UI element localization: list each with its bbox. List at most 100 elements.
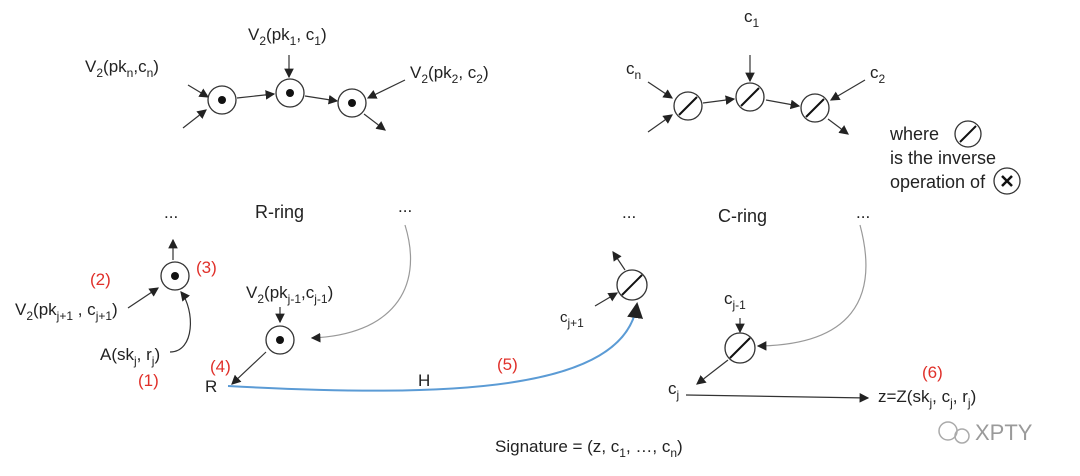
label-text: V xyxy=(246,283,258,302)
watermark-text: XPTY xyxy=(975,420,1033,445)
c-ring-curve xyxy=(756,224,867,351)
label-text: , c xyxy=(601,437,619,456)
subscript: 2 xyxy=(879,72,886,86)
label-text: V xyxy=(410,63,422,82)
subscript: 2 xyxy=(476,72,483,86)
step-2: (2) xyxy=(90,270,111,289)
c-chain-top xyxy=(647,55,866,135)
r-ring-label: R-ring xyxy=(255,202,304,222)
subscript: j+1 xyxy=(56,309,74,323)
step-6: (6) xyxy=(922,363,943,382)
label-text: ,c xyxy=(301,283,315,302)
label-text: R xyxy=(205,377,217,396)
subscript: 1 xyxy=(753,16,760,30)
step-4: (4) xyxy=(210,357,231,376)
subscript: j xyxy=(928,396,932,410)
subscript: n xyxy=(127,66,134,80)
subscript: 2 xyxy=(26,309,33,323)
label-text: ,c xyxy=(133,57,147,76)
subscript: 2 xyxy=(259,34,266,48)
label-text: V xyxy=(85,57,97,76)
step-1: (1) xyxy=(138,371,159,390)
slash-op-legend-icon xyxy=(954,120,982,148)
ellipsis: ... xyxy=(856,203,870,222)
label-text: , c xyxy=(458,63,476,82)
label-text: ) xyxy=(154,345,160,364)
label-v2-pkn: V2(pkn,cn) xyxy=(85,57,159,80)
h-link-curve xyxy=(227,302,644,392)
label-text: (pk xyxy=(266,25,290,44)
label-v2-pk-prev: V2(pkj-1,cj-1) xyxy=(246,283,333,306)
subscript: j+1 xyxy=(567,316,585,330)
legend-line-3: operation of xyxy=(890,172,986,192)
label-text: ) xyxy=(328,283,334,302)
label-text: , c xyxy=(73,300,96,319)
label-text: , r xyxy=(953,387,968,406)
subscript: j xyxy=(676,388,680,402)
c-ring-label: C-ring xyxy=(718,206,767,226)
label-text: c xyxy=(724,289,733,308)
label-text: H xyxy=(418,371,430,390)
subscript: 2 xyxy=(452,72,459,86)
label-text: , …, c xyxy=(626,437,671,456)
label-text: c xyxy=(744,7,753,26)
subscript: j xyxy=(967,396,971,410)
label-text: Signature = (z xyxy=(495,437,601,456)
subscript: j xyxy=(949,396,953,410)
signature-label: Signature = (z, c1, …, cn) xyxy=(495,437,683,460)
ellipsis: ... xyxy=(398,197,412,216)
subscript: 1 xyxy=(290,34,297,48)
slash-op-node xyxy=(724,332,756,364)
slash-op-node xyxy=(616,269,648,301)
legend-line-1: where xyxy=(889,124,939,144)
subscript: j-1 xyxy=(287,292,302,306)
step-5: (5) xyxy=(497,355,518,374)
label-c2: c2 xyxy=(870,63,886,86)
label-c-prev: cj-1 xyxy=(724,289,746,312)
r-ring-curve xyxy=(310,224,412,343)
label-v2-pk1: V2(pk1, c1) xyxy=(248,25,327,48)
subscript: 2 xyxy=(421,72,428,86)
subscript: n xyxy=(635,68,642,82)
watermark: XPTY xyxy=(938,420,1033,445)
subscript: 1 xyxy=(619,446,626,460)
label-text: ) xyxy=(112,300,118,319)
dot-op-node xyxy=(265,325,295,355)
subscript: 2 xyxy=(257,292,264,306)
label-text: c xyxy=(870,63,879,82)
slash-op-node xyxy=(800,93,830,123)
subscript: n xyxy=(147,66,154,80)
label-a: A(skj, rj) xyxy=(100,345,160,368)
label-text: ) xyxy=(483,63,489,82)
label-text: c xyxy=(626,59,635,78)
slash-op-node xyxy=(735,82,765,112)
label-text: z=Z(sk xyxy=(878,387,930,406)
label-text: ) xyxy=(321,25,327,44)
label-text: (pk xyxy=(103,57,127,76)
label-text: V xyxy=(248,25,260,44)
label-text: (pk xyxy=(428,63,452,82)
subscript: 2 xyxy=(96,66,103,80)
r-chain-top xyxy=(182,55,406,131)
label-text: , r xyxy=(137,345,152,364)
label-text: A(sk xyxy=(100,345,135,364)
dot-op-node xyxy=(160,261,190,291)
label-text: c xyxy=(560,309,568,326)
times-op-legend-icon xyxy=(993,167,1021,195)
label-c-next: cj+1 xyxy=(560,309,584,330)
step-3: (3) xyxy=(196,258,217,277)
label-z: z=Z(skj, cj, rj) xyxy=(878,387,976,410)
label-text: , c xyxy=(296,25,314,44)
label-text: ) xyxy=(677,437,683,456)
slash-op-node xyxy=(673,91,703,121)
subscript: j xyxy=(133,354,137,368)
subscript: j-1 xyxy=(313,292,328,306)
subscript: n xyxy=(670,446,677,460)
dot-op-node xyxy=(275,78,305,108)
label-c1: c1 xyxy=(744,7,760,30)
label-r: R xyxy=(205,377,217,396)
label-v2-pk-next: V2(pkj+1 , cj+1) xyxy=(15,300,118,323)
label-cn: cn xyxy=(626,59,641,82)
label-text: , c xyxy=(932,387,950,406)
